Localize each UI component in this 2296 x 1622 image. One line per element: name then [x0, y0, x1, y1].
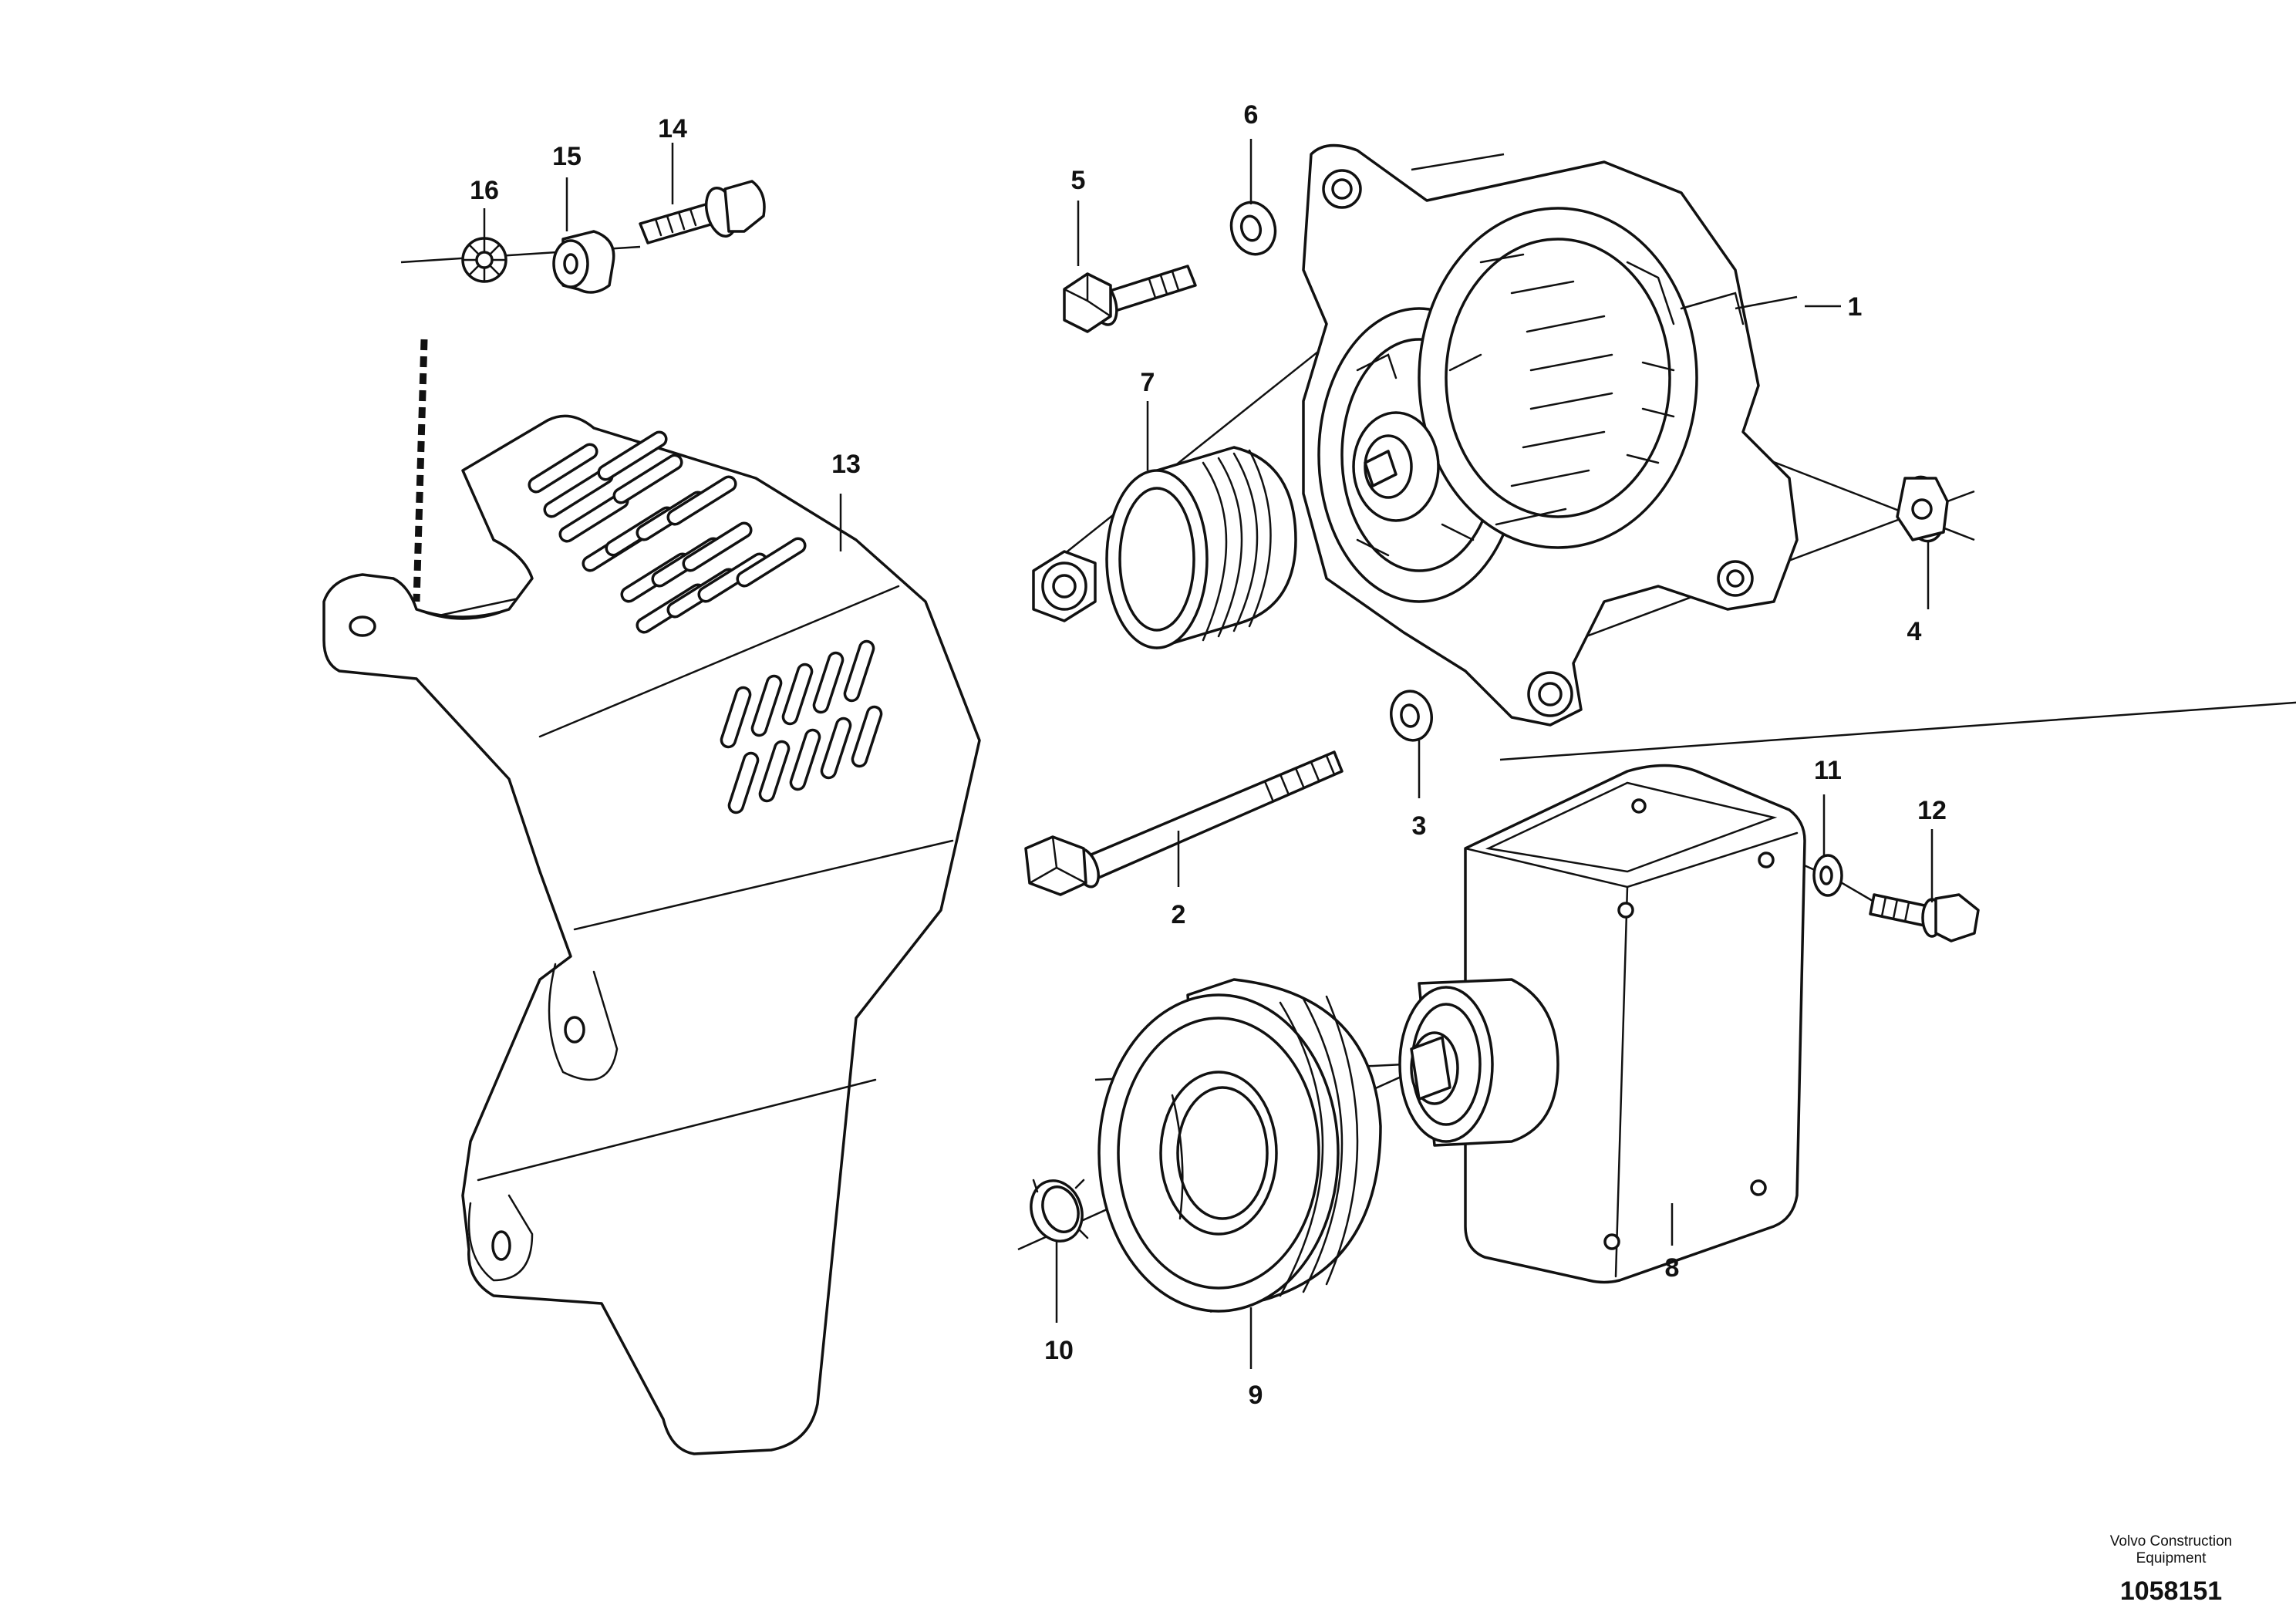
part-5-hex-bolt: [1063, 265, 1197, 333]
callout-9: 9: [1249, 1381, 1263, 1410]
part-1-alternator: [1302, 143, 1799, 727]
part-10-nut: [1030, 1179, 1089, 1243]
manufacturer-credit: Volvo Construction Equipment: [2109, 1533, 2233, 1566]
callout-2: 2: [1172, 900, 1186, 929]
callout-15: 15: [552, 142, 582, 171]
vent-slots-upper: [528, 430, 807, 634]
vent-slots-lower: [720, 639, 883, 814]
part-3-washer: [1390, 690, 1433, 742]
part-13-cover-plate: [322, 414, 981, 1455]
leader-lines: [483, 139, 1934, 1369]
pulley-nut: [1032, 550, 1097, 622]
callout-6: 6: [1244, 100, 1259, 130]
part-16-lock-washer: [461, 237, 507, 283]
part-6-washer: [1229, 201, 1277, 256]
part-2-long-bolt: [1024, 750, 1344, 896]
tensioner-roller: [1398, 978, 1559, 1147]
callout-1: 1: [1848, 292, 1863, 322]
part-8-tensioner-housing: [1464, 764, 1806, 1284]
part-11-washer: [1812, 854, 1843, 897]
callout-11: 11: [1814, 756, 1842, 785]
part-12-small-bolt: [1869, 893, 1980, 943]
callout-7: 7: [1141, 368, 1155, 397]
part-9-pulley: [1097, 978, 1382, 1313]
dashed-link-line: [413, 339, 428, 602]
part-15-spacer: [552, 230, 615, 294]
callout-3: 3: [1412, 811, 1427, 841]
callout-13: 13: [831, 450, 861, 479]
callout-labels: 1 2 3 4 5 6 7 8 9 10 11 12 13 14 15 16: [470, 100, 1947, 1410]
callout-4: 4: [1907, 617, 1922, 646]
callout-8: 8: [1665, 1253, 1680, 1283]
callout-14: 14: [658, 114, 687, 143]
part-4-flange-nut: [1896, 475, 1949, 543]
part-7-pulley: [1105, 446, 1297, 649]
callout-12: 12: [1917, 796, 1947, 825]
drawing-number: 1058151: [2119, 1576, 2223, 1606]
callout-16: 16: [470, 176, 499, 205]
callout-10: 10: [1044, 1336, 1074, 1365]
part-14-flange-bolt: [639, 180, 766, 244]
callout-5: 5: [1071, 166, 1086, 195]
